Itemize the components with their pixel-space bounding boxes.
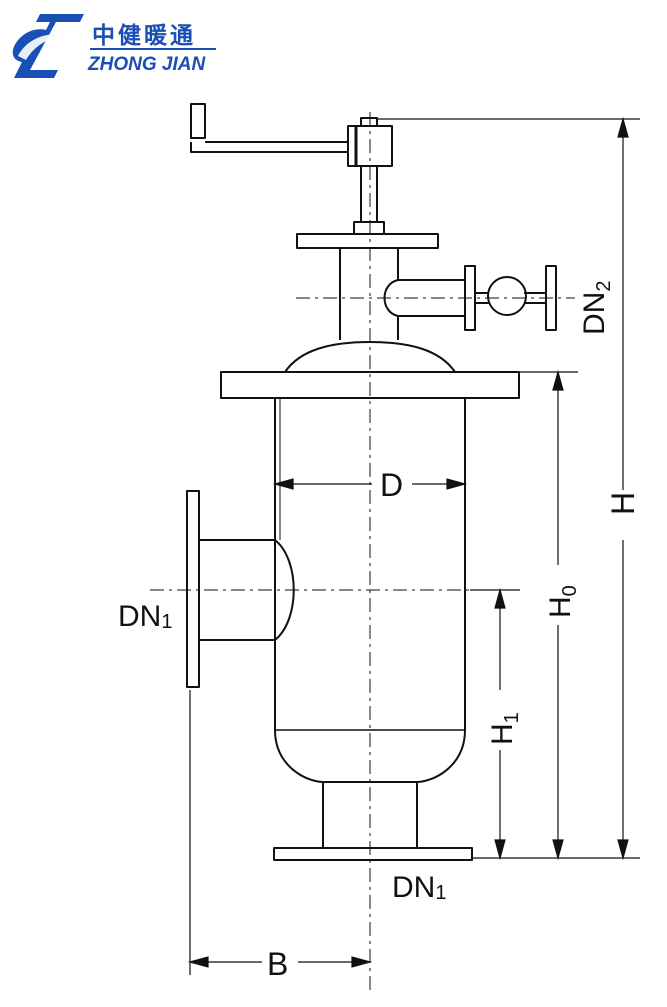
label-dn1-bottom: DN1 bbox=[392, 871, 446, 904]
logo-emblem bbox=[12, 14, 84, 78]
actuator-assembly bbox=[190, 103, 439, 249]
dim-b-arrow-right bbox=[351, 956, 373, 968]
logo-chinese-text: 中健暖通 bbox=[92, 23, 196, 49]
shaft-coupling bbox=[353, 221, 385, 235]
label-h1: H1 bbox=[486, 712, 523, 745]
upper-pipe bbox=[339, 248, 399, 340]
drain-valve-ball bbox=[487, 276, 527, 316]
dim-h0-arrow-bottom bbox=[552, 839, 564, 861]
label-d: D bbox=[380, 467, 403, 503]
upper-pipe-assembly bbox=[284, 248, 557, 373]
center-lines bbox=[150, 112, 575, 995]
label-h: H bbox=[605, 492, 641, 515]
dim-h-arrow-top bbox=[617, 116, 629, 138]
dimension-lines bbox=[187, 116, 640, 975]
drive-shaft bbox=[360, 165, 378, 223]
dim-b-arrow-left bbox=[187, 956, 209, 968]
filter-body bbox=[186, 371, 520, 861]
dim-h-arrow-bottom bbox=[617, 839, 629, 861]
motor-cylinder bbox=[190, 103, 206, 139]
inlet-flange bbox=[186, 490, 200, 688]
dim-h1-arrow-top bbox=[494, 587, 506, 609]
label-b: B bbox=[267, 946, 288, 982]
dim-h1-arrow-bottom bbox=[494, 839, 506, 861]
label-dn2: DN2 bbox=[578, 281, 615, 335]
company-logo: 中健暖通 ZHONG JIAN bbox=[12, 14, 216, 78]
outlet-pipe bbox=[322, 782, 418, 848]
dim-h0-arrow-top bbox=[552, 369, 564, 391]
label-h0: H0 bbox=[544, 585, 581, 618]
gear-housing-top bbox=[360, 117, 378, 127]
logo-swoosh bbox=[18, 33, 66, 60]
dimension-labels: D B H H0 H1 DN2 DN1 DN1 bbox=[118, 281, 641, 982]
dim-d-arrow-left bbox=[272, 478, 294, 490]
logo-english-text: ZHONG JIAN bbox=[87, 54, 206, 75]
top-flange bbox=[296, 233, 439, 249]
dim-d-arrow-right bbox=[446, 478, 468, 490]
drive-arm bbox=[190, 141, 350, 153]
outlet-flange bbox=[273, 847, 473, 861]
label-dn1-left: DN1 bbox=[118, 600, 172, 633]
